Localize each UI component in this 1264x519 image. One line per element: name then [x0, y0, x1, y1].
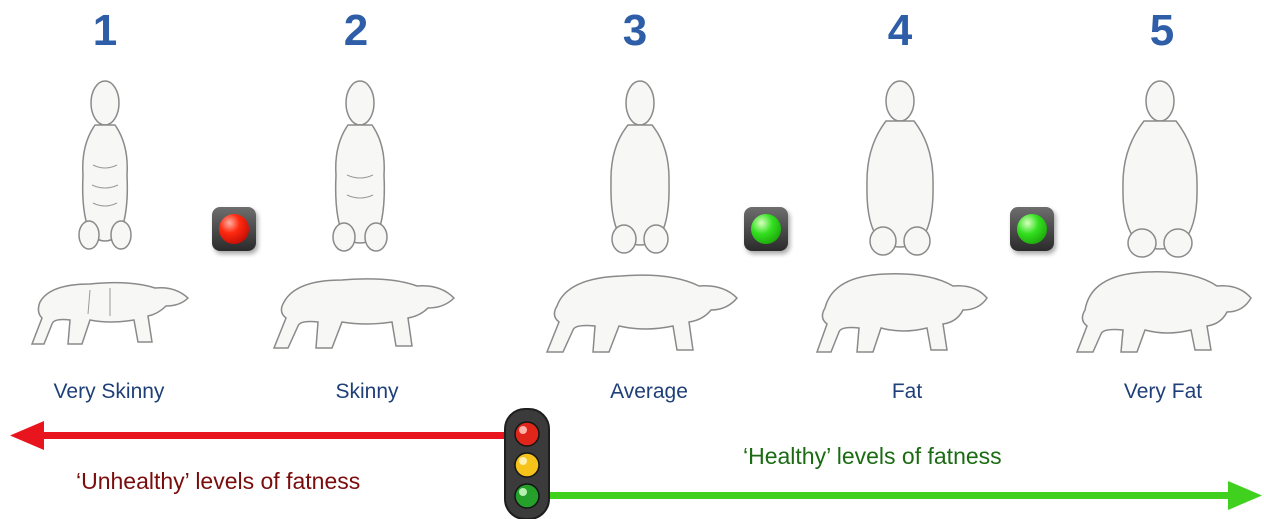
unhealthy-levels-text: ‘Unhealthy’ levels of fatness — [76, 468, 360, 495]
healthy-arrow — [548, 481, 1262, 510]
unhealthy-arrow — [10, 421, 516, 450]
healthy-levels-text: ‘Healthy’ levels of fatness — [743, 443, 1002, 470]
traffic-light-icon — [505, 409, 549, 519]
